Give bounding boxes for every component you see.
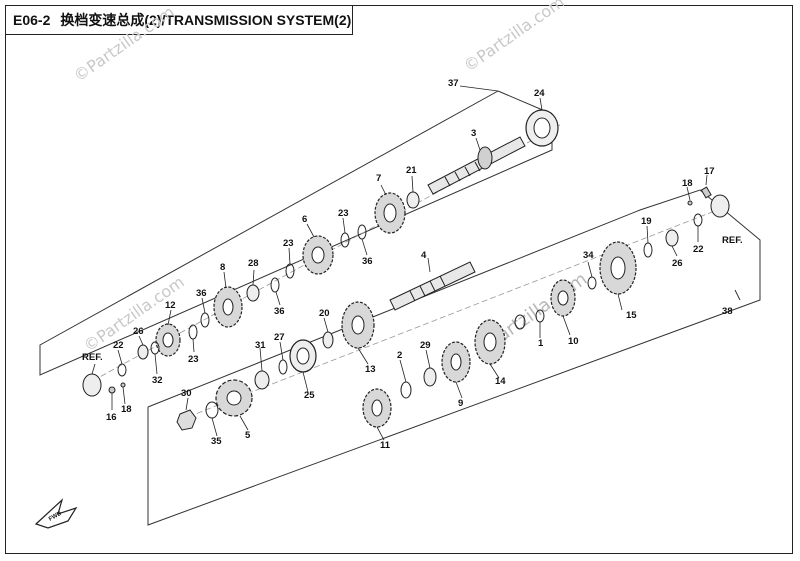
bolt-16 (108, 386, 116, 394)
callout-29: 29 (420, 340, 431, 351)
gear-12 (155, 323, 181, 357)
pin-18a (120, 382, 126, 388)
collar-21 (406, 191, 420, 209)
gear-7 (374, 192, 406, 234)
callout-24: 24 (534, 88, 545, 99)
callout-36c: 36 (196, 288, 207, 299)
washer-1b (514, 314, 526, 330)
lower-shaft-outline (147, 189, 761, 526)
leader-38 (734, 289, 741, 301)
fwd-arrow-icon: FWD (34, 498, 78, 529)
plate-17 (700, 186, 712, 199)
callout-18b: 18 (682, 178, 693, 189)
collar-20 (322, 331, 334, 349)
callout-23b: 23 (283, 238, 294, 249)
gear-9 (441, 341, 471, 383)
washer-36b (270, 277, 280, 293)
nut-30 (176, 409, 197, 431)
callout-16: 16 (106, 412, 117, 423)
callout-9: 9 (458, 398, 463, 409)
callout-18a: 18 (121, 404, 132, 415)
callout-19: 19 (641, 216, 652, 227)
needle-bearing-26b (665, 229, 679, 247)
callout-15: 15 (626, 310, 637, 321)
diagram-title: 换档变速总成(2)/TRANSMISSION SYSTEM(2) (60, 11, 352, 28)
callout-23a: 23 (338, 208, 349, 219)
callout-4: 4 (421, 250, 427, 261)
title-box: E06-2 换档变速总成(2)/TRANSMISSION SYSTEM(2) (5, 5, 353, 35)
callout-ref-a: REF. (82, 352, 103, 363)
callout-2: 2 (397, 350, 402, 361)
collar-31 (254, 370, 270, 390)
callout-38: 38 (722, 306, 733, 317)
washer-23c (188, 324, 198, 340)
callout-22a: 22 (113, 340, 124, 351)
callout-32: 32 (152, 375, 163, 386)
diagram-frame (5, 5, 793, 554)
bearing-25 (289, 339, 317, 373)
circlip-22a (117, 363, 127, 377)
callout-5: 5 (245, 430, 251, 441)
callout-26a: 26 (133, 326, 144, 337)
callout-30: 30 (181, 388, 192, 399)
callout-26b: 26 (672, 258, 683, 269)
gear-14 (474, 319, 506, 365)
needle-bearing-28 (246, 284, 260, 302)
callout-20: 20 (319, 308, 330, 319)
callout-28: 28 (248, 258, 259, 269)
bearing-ref-b (710, 194, 730, 218)
callout-23c: 23 (188, 354, 199, 365)
callout-3: 3 (471, 128, 476, 139)
callout-11: 11 (380, 440, 391, 451)
needle-bearing-29 (423, 367, 437, 387)
callout-37: 37 (448, 78, 459, 89)
circlip-27 (278, 359, 288, 375)
washer-35 (205, 401, 219, 419)
leader-lines (91, 85, 708, 441)
bearing-ref-a (82, 373, 102, 397)
callout-7: 7 (376, 173, 381, 184)
callout-21: 21 (406, 165, 417, 176)
callout-14: 14 (495, 376, 506, 387)
diagram-code: E06-2 (13, 11, 51, 28)
gear-10 (550, 279, 576, 317)
callout-35: 35 (211, 436, 222, 447)
gear-6 (302, 235, 334, 275)
washer-34 (587, 276, 597, 290)
washer-19 (643, 242, 653, 258)
callout-27: 27 (274, 332, 285, 343)
callout-ref-b: REF. (722, 235, 743, 246)
gear-15 (599, 241, 637, 295)
callout-36b: 36 (274, 306, 285, 317)
callout-25: 25 (304, 390, 315, 401)
callout-22b: 22 (693, 244, 704, 255)
callout-6: 6 (302, 214, 307, 225)
sprocket-5 (215, 379, 253, 417)
callout-31: 31 (255, 340, 266, 351)
callout-34: 34 (583, 250, 594, 261)
needle-bearing-26a (137, 344, 149, 360)
gear-8 (213, 286, 243, 328)
circlip-22b (693, 213, 703, 227)
bearing-24 (525, 109, 559, 147)
washer-2 (400, 381, 412, 399)
callout-10: 10 (568, 336, 579, 347)
callout-36a: 36 (362, 256, 373, 267)
callout-1: 1 (538, 338, 544, 349)
callout-13: 13 (365, 364, 376, 375)
washer-1 (535, 309, 545, 323)
callout-17: 17 (704, 166, 715, 177)
washer-36c (200, 312, 210, 328)
gear-11 (362, 388, 392, 428)
callout-12: 12 (165, 300, 176, 311)
callout-8: 8 (220, 262, 225, 273)
countershaft-4 (389, 261, 476, 311)
main-shaft-3 (427, 136, 526, 195)
pin-18b (687, 200, 693, 206)
gear-13 (341, 301, 375, 349)
